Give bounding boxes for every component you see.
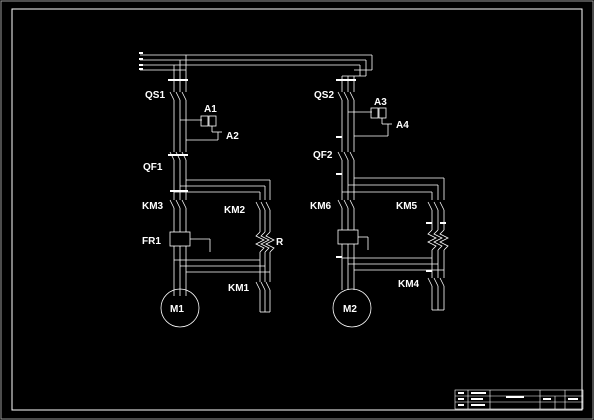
label-km5: KM5 xyxy=(396,201,418,212)
label-km2: KM2 xyxy=(224,205,246,216)
bus-terminal-marks xyxy=(139,52,143,70)
left-circuit xyxy=(160,55,275,328)
terminal-marks xyxy=(168,79,446,272)
label-km1: KM1 xyxy=(228,283,250,294)
supply-bus xyxy=(140,54,372,76)
label-m1: M1 xyxy=(170,304,184,315)
right-circuit xyxy=(332,55,449,328)
label-a4: A4 xyxy=(396,120,409,131)
label-qs2: QS2 xyxy=(314,90,334,101)
label-km4: KM4 xyxy=(398,279,420,290)
label-a1: A1 xyxy=(204,104,217,115)
label-m2: M2 xyxy=(343,304,357,315)
title-block-marks xyxy=(458,392,578,406)
label-fr1: FR1 xyxy=(142,236,161,247)
label-qs1: QS1 xyxy=(145,90,165,101)
label-r: R xyxy=(276,237,284,248)
label-qf2: QF2 xyxy=(313,150,333,161)
label-qf1: QF1 xyxy=(143,162,163,173)
label-km3: KM3 xyxy=(142,201,164,212)
label-a2: A2 xyxy=(226,131,239,142)
label-a3: A3 xyxy=(374,97,387,108)
label-km6: KM6 xyxy=(310,201,332,212)
drawing-frame xyxy=(11,8,583,411)
